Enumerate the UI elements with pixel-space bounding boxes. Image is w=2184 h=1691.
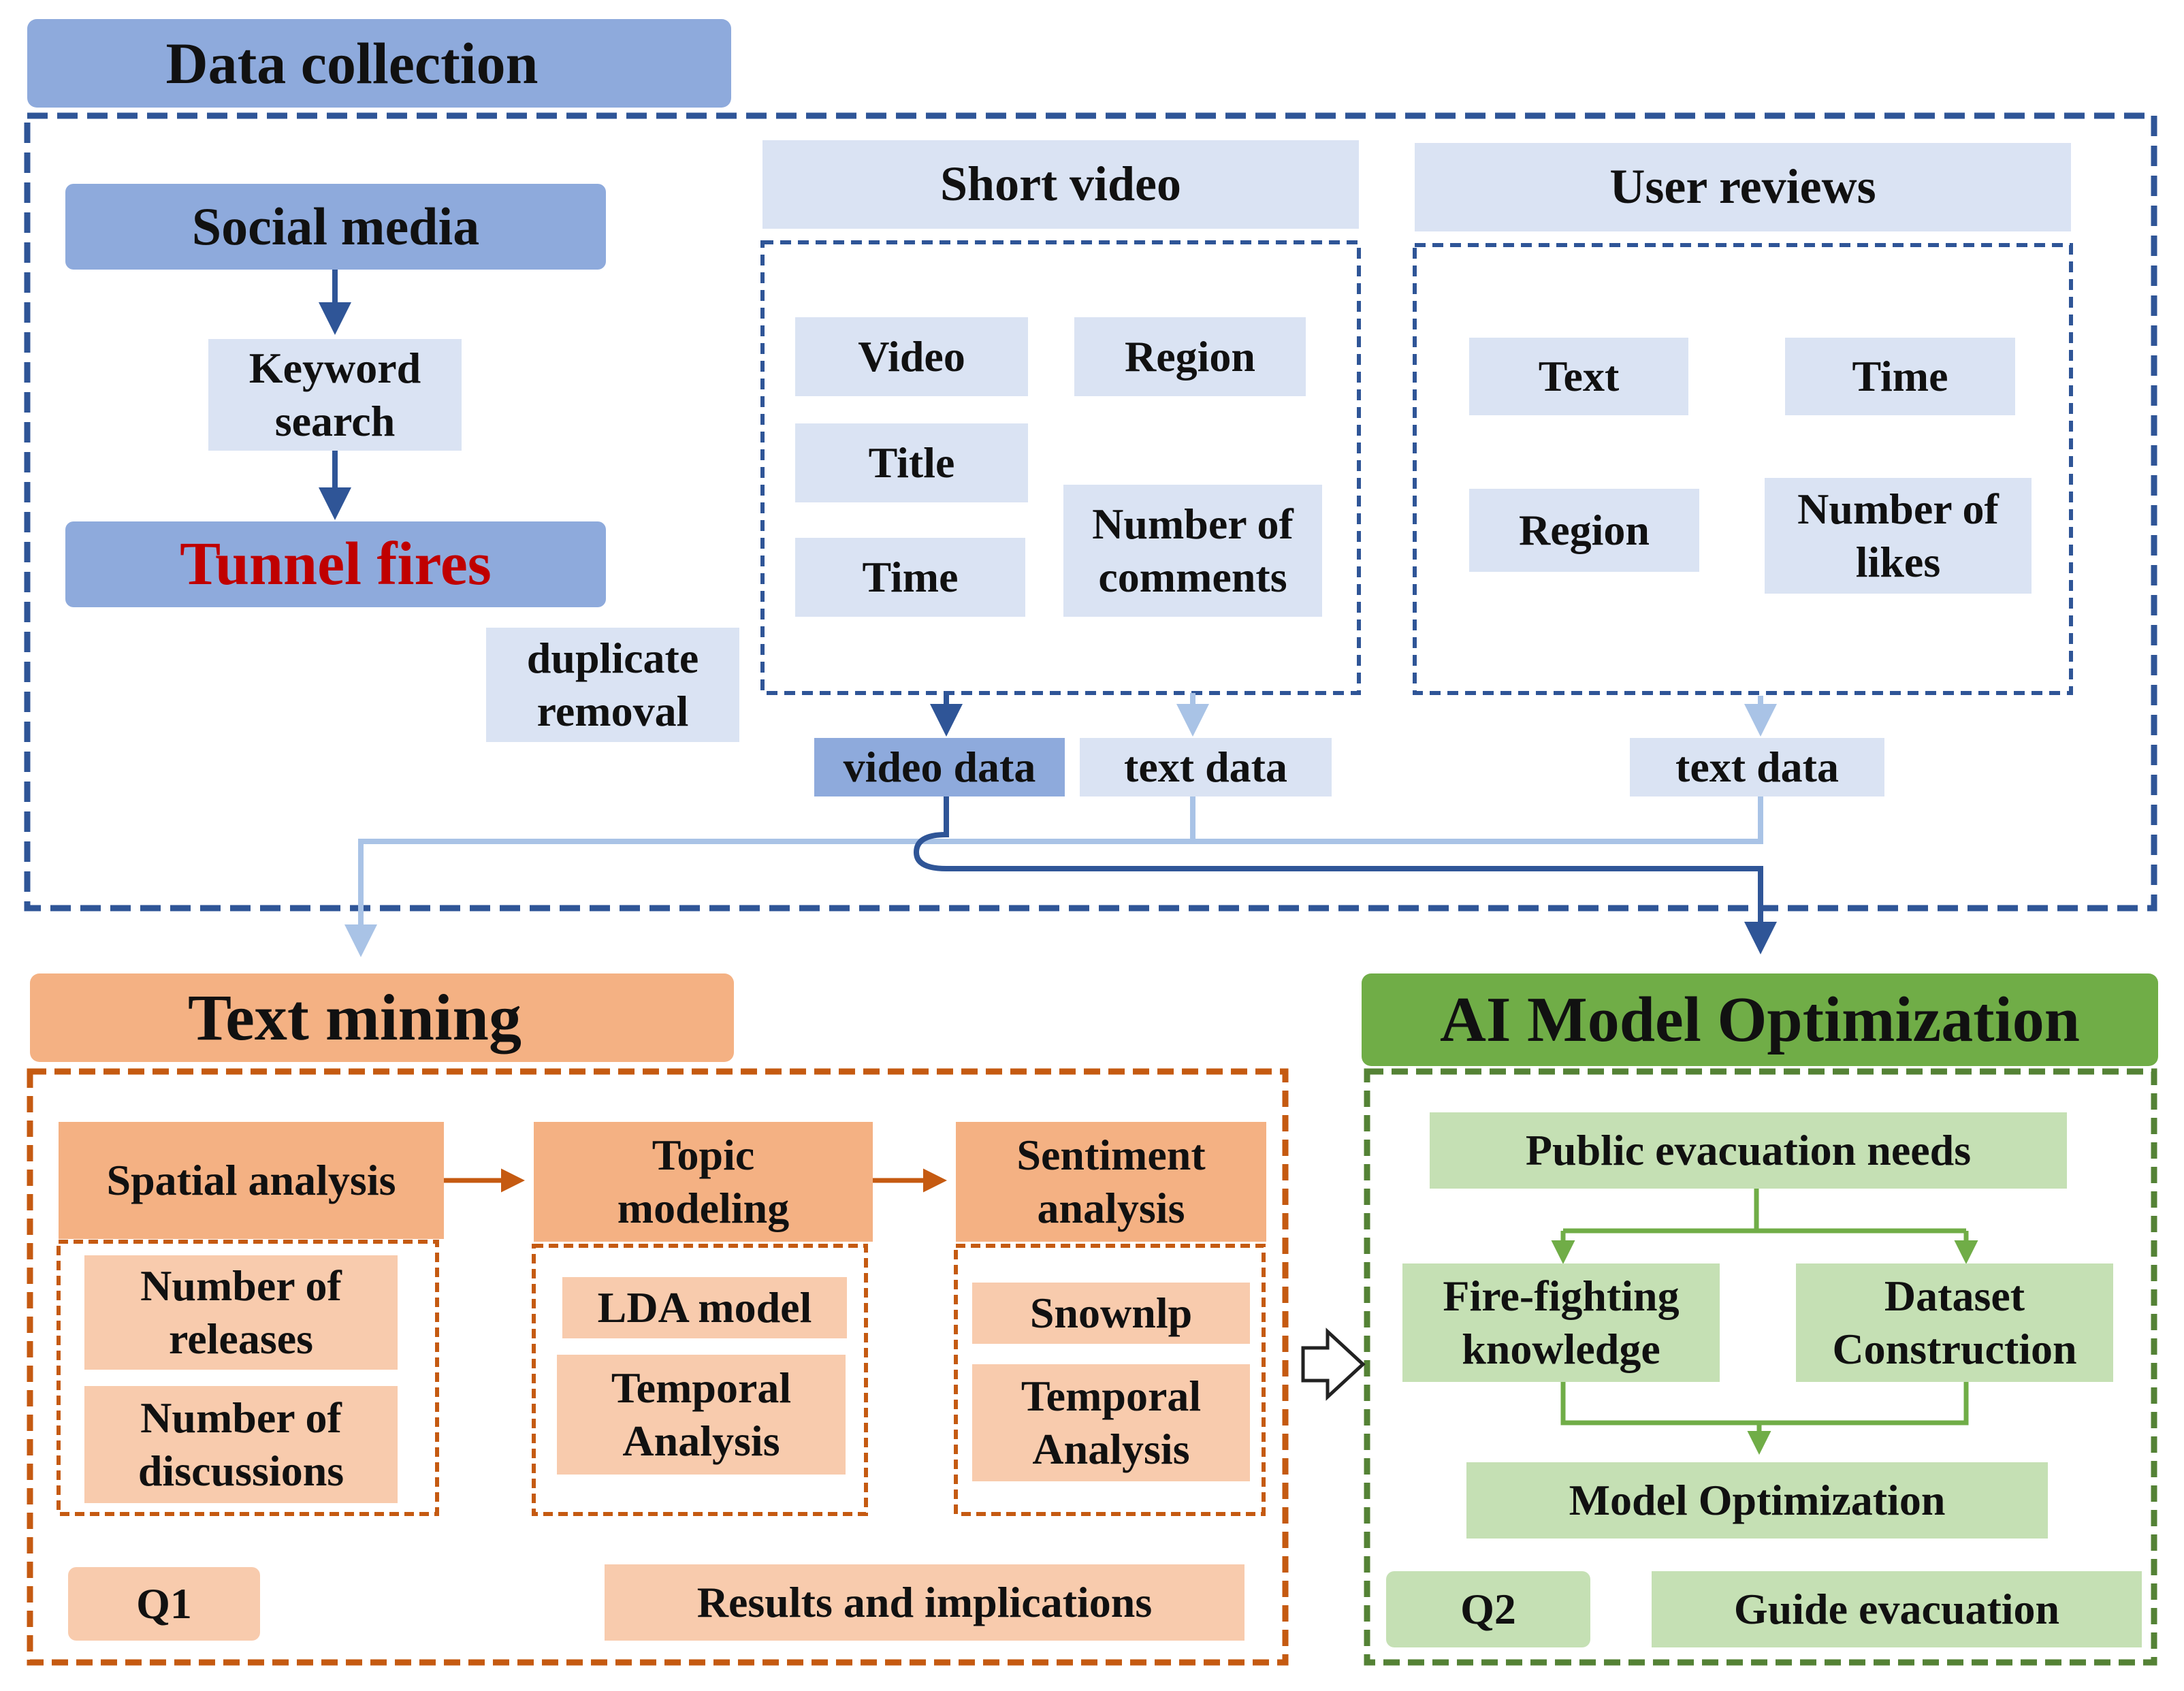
spatial-analysis-box: Spatial analysis bbox=[59, 1122, 444, 1239]
text-mining-frame bbox=[27, 1068, 1289, 1666]
number-of-comments-field: Number of comments bbox=[1063, 485, 1322, 617]
public-evacuation-needs-box: Public evacuation needs bbox=[1430, 1112, 2067, 1189]
spatial-frame bbox=[57, 1240, 439, 1516]
temporal-analysis-topic-box: Temporal Analysis bbox=[557, 1355, 846, 1475]
keyword-search-box: Keyword search bbox=[208, 339, 462, 451]
text-data-reviews-box: text data bbox=[1630, 738, 1884, 796]
guide-evacuation-box: Guide evacuation bbox=[1652, 1571, 2142, 1647]
text-field-reviews: Text bbox=[1469, 338, 1688, 415]
social-media-box: Social media bbox=[65, 184, 606, 270]
topic-modeling-box: Topic modeling bbox=[534, 1122, 873, 1242]
line-video-data-to-ai-model bbox=[913, 796, 1777, 954]
title-field: Title bbox=[795, 423, 1028, 502]
model-optimization-box: Model Optimization bbox=[1466, 1462, 2048, 1539]
short-video-frame bbox=[760, 240, 1361, 695]
data-collection-frame bbox=[24, 112, 2157, 912]
q2-box: Q2 bbox=[1386, 1571, 1590, 1647]
dataset-construction-box: Dataset Construction bbox=[1796, 1263, 2113, 1382]
sentiment-frame bbox=[954, 1244, 1266, 1516]
line-merge-to-model bbox=[1560, 1382, 1969, 1426]
text-data-video-box: text data bbox=[1080, 738, 1332, 796]
tunnel-fires-box: Tunnel fires bbox=[65, 521, 606, 607]
duplicate-removal-box: duplicate removal bbox=[486, 628, 739, 742]
hollow-arrow-icon bbox=[1301, 1327, 1366, 1401]
region-field-reviews: Region bbox=[1469, 489, 1699, 572]
topic-frame bbox=[532, 1244, 868, 1516]
ai-model-header: AI Model Optimization bbox=[1362, 973, 2158, 1066]
results-implications-box: Results and implications bbox=[605, 1564, 1244, 1641]
line-review-text-merge bbox=[1193, 796, 1763, 844]
sentiment-analysis-box: Sentiment analysis bbox=[956, 1122, 1266, 1242]
video-data-box: video data bbox=[814, 738, 1065, 796]
ai-model-frame bbox=[1364, 1068, 2157, 1666]
number-of-releases-box: Number of releases bbox=[84, 1255, 398, 1370]
number-of-discussions-box: Number of discussions bbox=[84, 1386, 398, 1503]
data-collection-header: Data collection bbox=[27, 19, 731, 108]
user-reviews-header: User reviews bbox=[1415, 143, 2071, 231]
fire-fighting-knowledge-box: Fire-fighting knowledge bbox=[1402, 1263, 1720, 1382]
line-text-data-to-text-mining bbox=[344, 796, 1195, 957]
q1-box: Q1 bbox=[68, 1567, 260, 1641]
lda-model-box: LDA model bbox=[562, 1277, 847, 1338]
short-video-header: Short video bbox=[762, 140, 1359, 229]
time-field-reviews: Time bbox=[1785, 338, 2015, 415]
user-reviews-frame bbox=[1413, 243, 2073, 695]
time-field-video: Time bbox=[795, 538, 1025, 617]
text-mining-header: Text mining bbox=[30, 973, 734, 1062]
snownlp-box: Snownlp bbox=[972, 1283, 1250, 1344]
temporal-analysis-sentiment-box: Temporal Analysis bbox=[972, 1364, 1250, 1481]
number-of-likes-field: Number of likes bbox=[1765, 478, 2032, 594]
region-field-video: Region bbox=[1074, 317, 1306, 396]
video-field: Video bbox=[795, 317, 1028, 396]
